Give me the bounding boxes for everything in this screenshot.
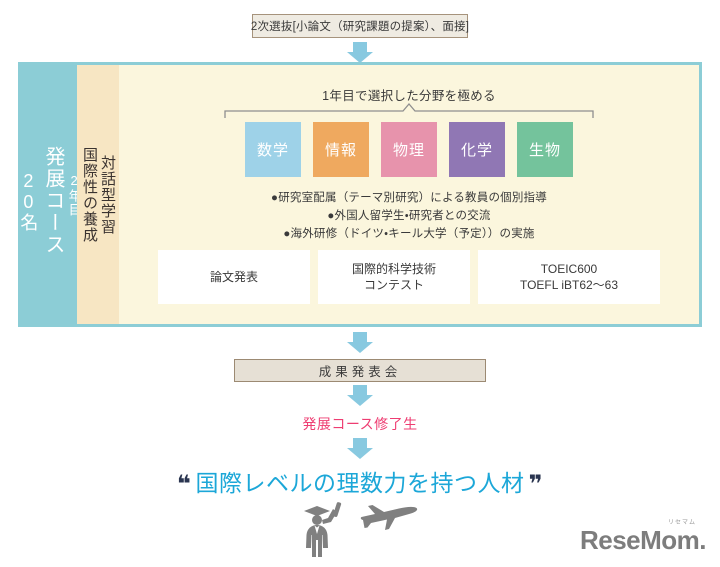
logo-kana-text: リセマム: [667, 520, 696, 526]
outcome-box-contest: 国際的科学技術 コンテスト: [318, 250, 470, 304]
second-selection-box: 2次選抜[小論文（研究課題の提案）、面接]: [250, 14, 470, 38]
resemom-logo: リセマム ReseMom.: [579, 517, 707, 555]
learning-style-text: 対話型学習 国際性の養成: [80, 147, 116, 243]
outcome-line-1: 論文発表: [209, 269, 258, 284]
illustration-group: [0, 500, 720, 558]
learning-style-line1: 対話型学習: [99, 154, 116, 235]
subject-box-chemistry[interactable]: 化学: [449, 122, 505, 177]
field-heading: 1年目で選択した分野を極める: [322, 89, 496, 103]
arrow-shaft: [353, 438, 367, 448]
bracket-connector-icon: [224, 103, 594, 118]
arrow-shaft: [353, 385, 367, 395]
arrow-shaft: [353, 332, 367, 342]
bullet-item-3: ●海外研修（ドイツ・キール大学（予定））の実施: [283, 227, 535, 240]
learning-style-line2: 国際性の養成: [81, 146, 98, 243]
subject-box-math[interactable]: 数学: [245, 122, 301, 177]
outcome-line-2: コンテスト: [363, 278, 424, 292]
arrow-head: [347, 395, 373, 406]
arrow-shaft: [353, 42, 367, 52]
course-graduate-label: 発展コース修了生: [302, 416, 418, 432]
arrow-down-3: [347, 385, 373, 406]
bullet-item-1: ●研究室配属（テーマ別研究）による教員の個別指導: [271, 192, 547, 204]
results-presentation-box: 成果発表会: [234, 359, 486, 382]
subject-box-physics[interactable]: 物理: [381, 122, 437, 177]
subject-label: 物理: [392, 142, 425, 159]
logo-wordmark: ReseMom.: [579, 525, 707, 555]
arrow-head: [347, 52, 373, 63]
airplane-icon: [360, 505, 418, 530]
arrow-down-2: [347, 332, 373, 353]
arrow-down-4: [347, 438, 373, 459]
course-year-text: 2年目 発展コース 20名: [16, 134, 81, 256]
arrow-head: [347, 342, 373, 353]
subject-label: 化学: [460, 142, 493, 159]
course-year-line3: 20名: [18, 171, 39, 232]
panel-content: 1年目で選択した分野を極める 数学 情報 物理 化学 生物 ●研究室: [119, 65, 699, 324]
final-tagline: ❝国際レベルの理数力を持つ人材❞: [0, 464, 720, 499]
bullet-item-2: ●外国人留学生・研究者との交流: [327, 209, 491, 222]
quote-close-icon: ❞: [528, 471, 544, 498]
subject-label: 数学: [256, 142, 289, 159]
outcome-box-list: 論文発表 国際的科学技術 コンテスト TOEIC600 TOEFL iBT62〜…: [119, 250, 699, 304]
quote-open-icon: ❝: [176, 471, 192, 498]
course-year-column: 2年目 発展コース 20名: [18, 65, 82, 324]
subject-box-biology[interactable]: 生物: [517, 122, 573, 177]
program-bullet-list: ●研究室配属（テーマ別研究）による教員の個別指導 ●外国人留学生・研究者との交流…: [119, 190, 699, 243]
graduate-student-icon: [304, 502, 342, 557]
subject-label: 情報: [324, 142, 357, 159]
subject-box-list: 数学 情報 物理 化学 生物: [245, 122, 573, 177]
outcome-line-1: 国際的科学技術: [351, 261, 436, 276]
final-tagline-text: 国際レベルの理数力を持つ人材: [195, 470, 525, 496]
outcome-box-thesis: 論文発表: [158, 250, 310, 304]
results-presentation-label: 成果発表会: [318, 365, 402, 379]
learning-style-column: 対話型学習 国際性の養成: [77, 65, 119, 324]
outcome-box-english-score: TOEIC600 TOEFL iBT62〜63: [478, 250, 660, 304]
main-course-panel: 2年目 発展コース 20名 対話型学習 国際性の養成 1年目で選択した分野を極め…: [18, 62, 702, 327]
subject-box-information[interactable]: 情報: [313, 122, 369, 177]
course-year-line2: 発展コース: [42, 145, 64, 256]
second-selection-label: 2次選抜[小論文（研究課題の提案）、面接]: [250, 21, 470, 33]
subject-label: 生物: [528, 142, 561, 159]
arrow-down-1: [347, 42, 373, 63]
outcome-line-2: TOEFL iBT62〜63: [519, 278, 619, 292]
arrow-head: [347, 448, 373, 459]
outcome-line-1: TOEIC600: [540, 261, 598, 276]
